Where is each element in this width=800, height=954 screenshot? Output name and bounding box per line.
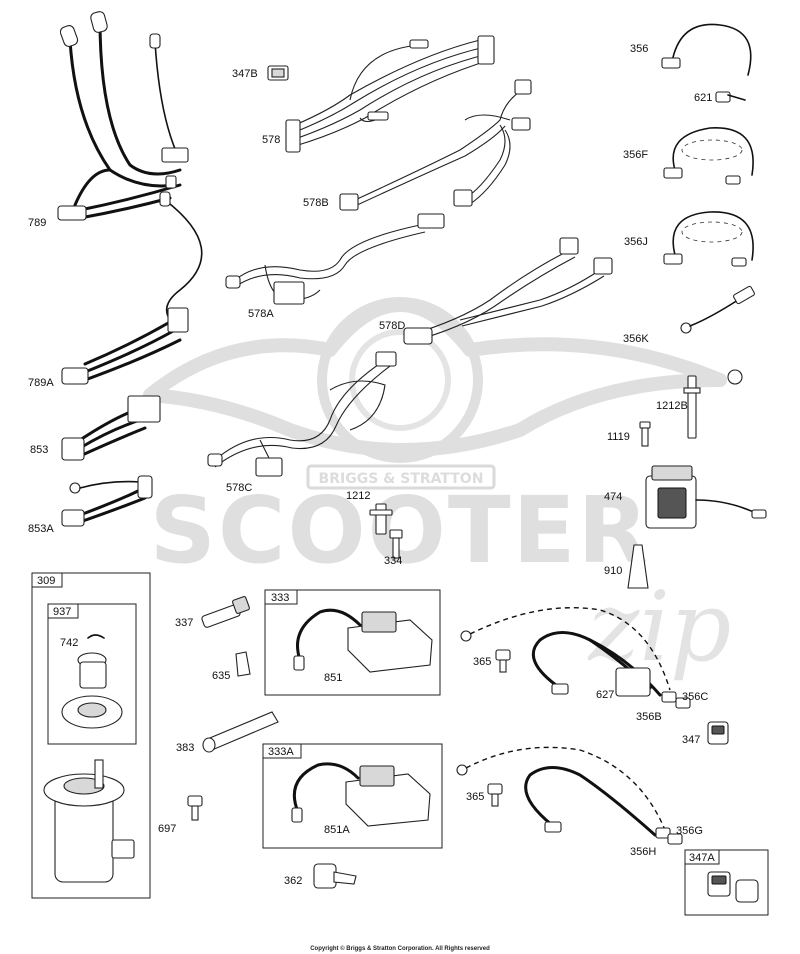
part-356k-wire[interactable] [680, 285, 755, 334]
label-362: 362 [284, 875, 302, 887]
label-621: 621 [694, 92, 712, 104]
part-337-spark-plug[interactable] [201, 596, 250, 628]
label-356C: 356C [682, 691, 708, 703]
label-578D: 578D [379, 320, 405, 332]
part-356f-wire[interactable] [663, 127, 754, 185]
label-789A: 789A [28, 377, 54, 389]
label-578B: 578B [303, 197, 329, 209]
starter-motor [43, 759, 135, 883]
label-853: 853 [30, 444, 48, 456]
label-365a: 365 [473, 656, 491, 668]
label-333A: 333A [268, 746, 294, 758]
part-578b-harness[interactable] [339, 79, 532, 211]
label-383: 383 [176, 742, 194, 754]
pinion-gear [61, 652, 123, 729]
label-356B: 356B [636, 711, 662, 723]
label-742: 742 [60, 637, 78, 649]
label-365b: 365 [466, 791, 484, 803]
label-851A: 851A [324, 824, 350, 836]
watermark-emblem-ring [317, 297, 483, 463]
part-853a-harness[interactable] [61, 475, 153, 527]
group-333a-ignition-coil[interactable] [262, 743, 443, 849]
label-356G: 356G [676, 825, 703, 837]
label-333: 333 [271, 592, 289, 604]
label-937: 937 [53, 606, 71, 618]
part-578d-harness[interactable] [403, 237, 613, 345]
part-1212b-stud[interactable] [683, 369, 743, 439]
label-910: 910 [604, 565, 622, 577]
part-365-bolt-upper[interactable] [495, 649, 511, 673]
part-742-clip[interactable] [87, 634, 105, 639]
label-627: 627 [596, 689, 614, 701]
part-1119-screw[interactable] [639, 421, 651, 447]
part-789-starter-harness[interactable] [57, 11, 189, 221]
label-1119: 1119 [607, 431, 630, 443]
label-635: 635 [212, 670, 230, 682]
label-789: 789 [28, 217, 46, 229]
label-356H: 356H [630, 846, 656, 858]
part-621-clip[interactable] [715, 91, 746, 103]
group-347a-switch[interactable] [684, 849, 769, 916]
part-356g-356h-wires[interactable] [456, 746, 683, 845]
label-309: 309 [37, 575, 55, 587]
part-356j-wire[interactable] [663, 211, 754, 267]
watermark-script-text: zip [588, 571, 732, 683]
part-635-terminal[interactable] [235, 651, 251, 677]
label-347: 347 [682, 734, 700, 746]
copyright-notice: Copyright © Briggs & Stratton Corporatio… [310, 945, 490, 952]
label-356: 356 [630, 43, 648, 55]
part-853-harness[interactable] [61, 395, 161, 461]
part-383-tube[interactable] [202, 711, 279, 753]
label-334: 334 [384, 555, 402, 567]
label-697: 697 [158, 823, 176, 835]
part-347b-connector[interactable] [267, 65, 289, 81]
label-578A: 578A [248, 308, 274, 320]
part-347-switch[interactable] [707, 721, 729, 745]
label-347A: 347A [689, 852, 715, 864]
watermark-emblem-inner [349, 329, 451, 431]
label-853A: 853A [28, 523, 54, 535]
part-910-boot[interactable] [627, 544, 649, 589]
watermark-badge-text: BRIGGS & STRATTON [319, 471, 484, 487]
watermark-badge [306, 464, 496, 490]
group-309-starter-assembly[interactable] [31, 572, 151, 899]
label-1212: 1212 [346, 490, 370, 502]
part-578-harness[interactable] [285, 35, 495, 153]
part-365-bolt-lower[interactable] [487, 783, 503, 807]
part-789a-harness[interactable] [61, 191, 203, 385]
part-578c-harness[interactable] [207, 351, 397, 477]
part-627-wires[interactable] [460, 607, 691, 709]
label-578: 578 [262, 134, 280, 146]
label-851: 851 [324, 672, 342, 684]
label-1212B: 1212B [656, 400, 688, 412]
part-356-wire[interactable] [661, 23, 752, 76]
part-474-regulator[interactable] [645, 465, 767, 529]
label-356F: 356F [623, 149, 648, 161]
label-356K: 356K [623, 333, 649, 345]
label-347B: 347B [232, 68, 258, 80]
part-697-bolt[interactable] [187, 795, 203, 821]
label-356J: 356J [624, 236, 648, 248]
label-578C: 578C [226, 482, 252, 494]
part-362-terminal[interactable] [313, 863, 357, 889]
label-474: 474 [604, 491, 622, 503]
part-578a-harness[interactable] [225, 213, 445, 305]
part-1212-stud[interactable] [369, 503, 393, 535]
group-333-ignition-coil[interactable] [264, 589, 441, 696]
part-334-bolt[interactable] [389, 529, 403, 559]
label-337: 337 [175, 617, 193, 629]
